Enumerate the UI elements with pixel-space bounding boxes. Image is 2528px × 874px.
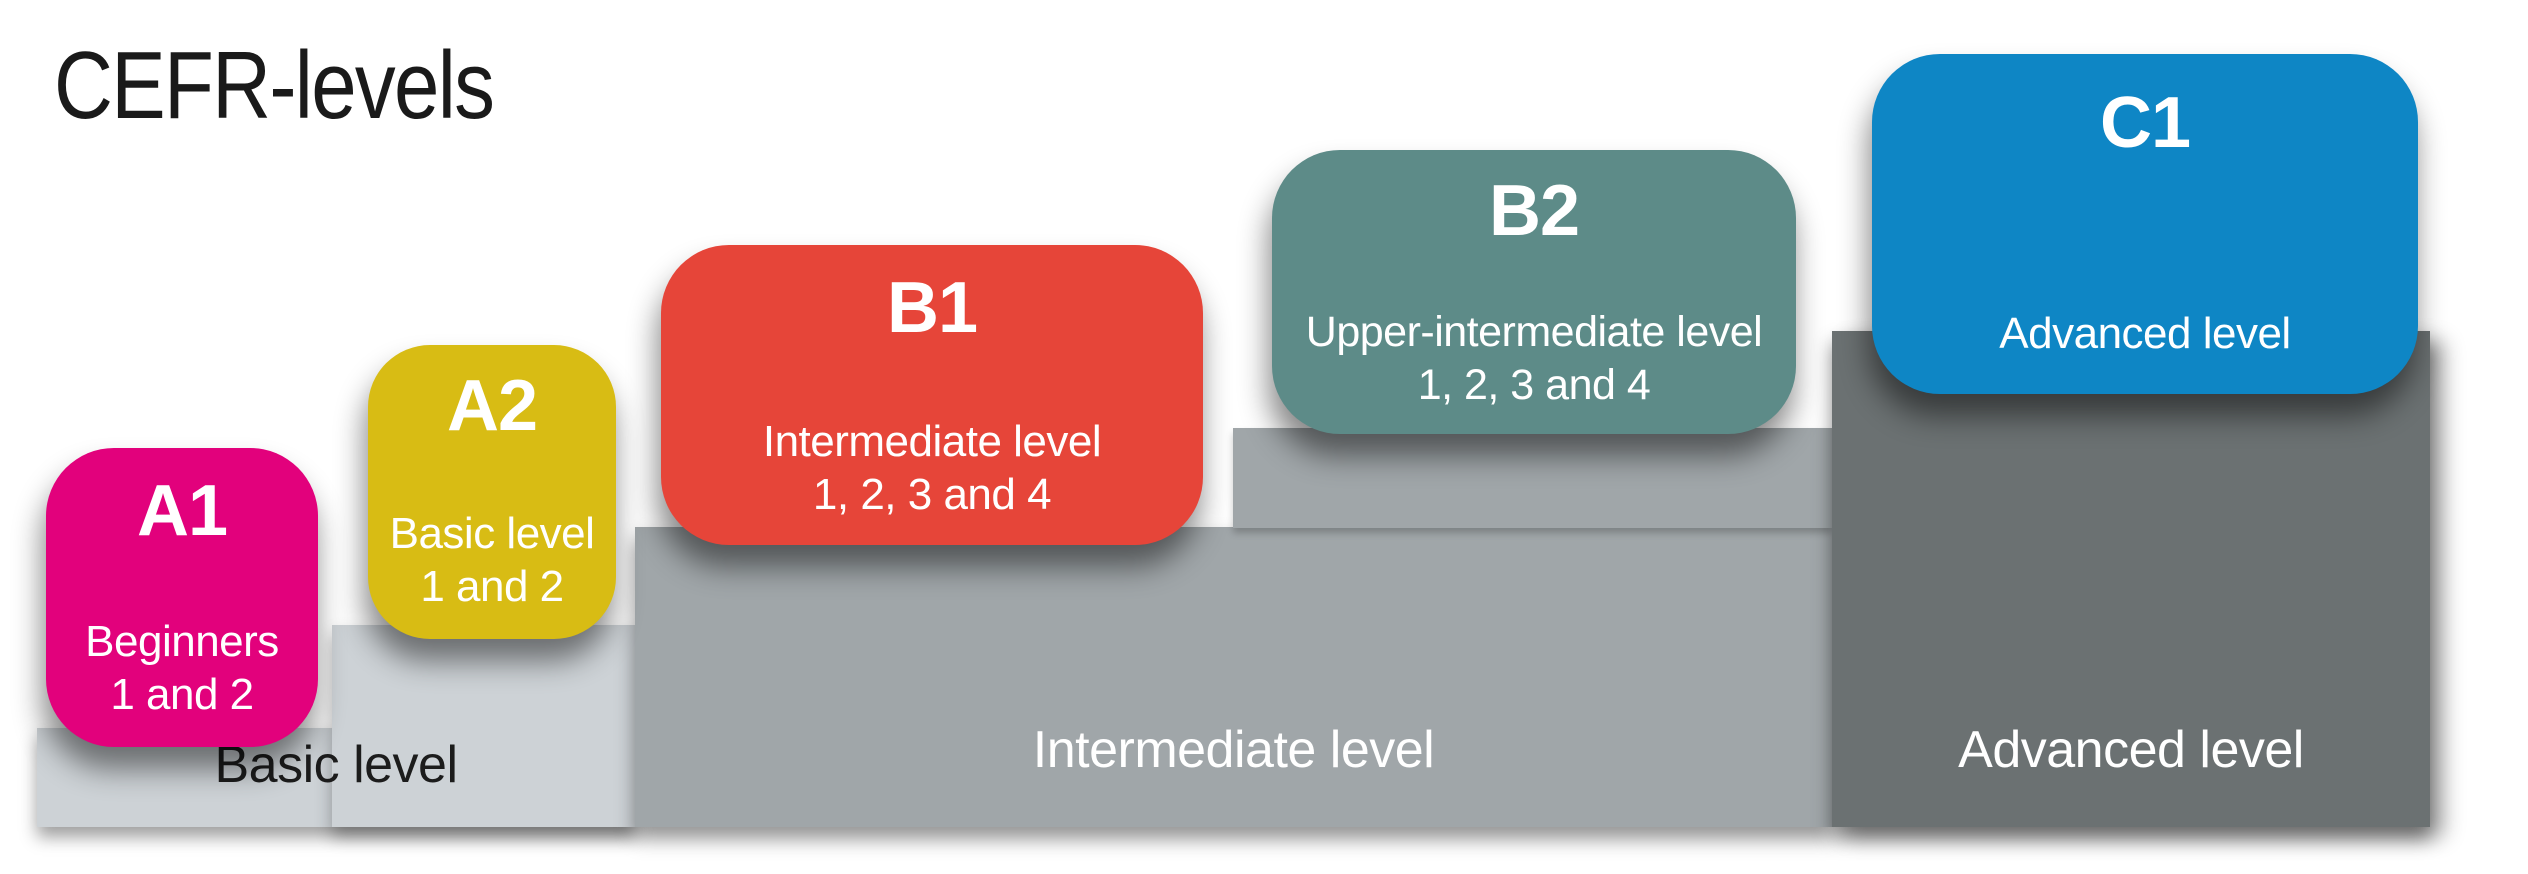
badge-a1: A1 Beginners 1 and 2 (46, 448, 318, 747)
badge-c1-code: C1 (2099, 83, 2191, 163)
step-advanced (1832, 331, 2430, 827)
badge-c1: C1 Advanced level (1872, 54, 2418, 394)
badge-b1-line2: 1, 2, 3 and 4 (812, 470, 1052, 519)
badge-a2-subtitle: Basic level 1 and 2 (390, 507, 595, 613)
badge-a1-line2: 1 and 2 (110, 670, 254, 719)
badge-b1-code: B1 (886, 268, 978, 348)
step-basic-upper (332, 625, 635, 827)
badge-b1-line1: Intermediate level (762, 417, 1102, 466)
step-label-advanced: Advanced level (1958, 721, 2304, 779)
badge-a1-line1: Beginners (85, 617, 279, 666)
step-intermediate-upper (1233, 428, 1832, 528)
badge-b1-subtitle: Intermediate level 1, 2, 3 and 4 (762, 415, 1102, 521)
badge-c1-subtitle: Advanced level (1999, 307, 2291, 360)
badge-a2-line2: 1 and 2 (420, 562, 564, 611)
badge-a2-line1: Basic level (389, 509, 595, 558)
badge-b2-subtitle: Upper-intermediate level 1, 2, 3 and 4 (1305, 306, 1763, 412)
badge-b2-line1: Upper-intermediate level (1305, 308, 1763, 356)
step-intermediate-main (635, 527, 1832, 827)
step-label-intermediate: Intermediate level (1032, 721, 1435, 779)
badge-b1: B1 Intermediate level 1, 2, 3 and 4 (661, 245, 1203, 545)
badge-a2-code: A2 (446, 366, 538, 446)
badge-a1-subtitle: Beginners 1 and 2 (85, 615, 279, 721)
page-title-text: CEFR-levels (54, 32, 495, 139)
badge-b2-code: B2 (1488, 171, 1580, 251)
badge-a2: A2 Basic level 1 and 2 (368, 345, 616, 639)
badge-b2-line2: 1, 2, 3 and 4 (1417, 361, 1651, 409)
badge-a1-code: A1 (136, 471, 228, 551)
badge-c1-line1: Advanced level (1999, 309, 2291, 358)
badge-b2: B2 Upper-intermediate level 1, 2, 3 and … (1272, 150, 1796, 434)
page-title: CEFR-levels (54, 32, 571, 139)
